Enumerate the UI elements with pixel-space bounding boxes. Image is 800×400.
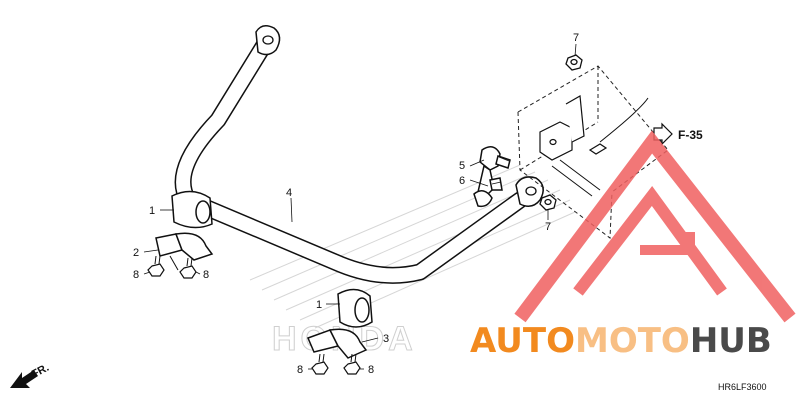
stabilizer-bar-end-left	[255, 25, 281, 56]
callout-stabilizer-link: 5	[459, 160, 465, 172]
leader-lines	[143, 43, 577, 370]
watermark-brand-auto: AUTOMOTOHUB	[470, 321, 772, 361]
front-arrow-icon	[10, 370, 38, 388]
holder-lower	[306, 328, 368, 359]
stabilizer-bar	[174, 33, 529, 284]
callout-holder-upper: 2	[133, 247, 139, 259]
bolt-upper-left	[147, 255, 165, 277]
nut-bottom	[539, 194, 557, 211]
callout-bolt-upper-right: 8	[203, 269, 209, 281]
callout-bolt-lower-right: 8	[368, 364, 374, 376]
bushing-lower	[337, 288, 373, 328]
callout-holder-lower: 3	[383, 333, 389, 345]
callout-bushing-upper: 1	[149, 205, 155, 217]
frame-bracket	[539, 95, 649, 197]
stabilizer-link	[473, 146, 511, 208]
holder-upper	[155, 232, 214, 271]
callout-nut-bottom: 7	[545, 221, 551, 233]
front-marker-label: FR.	[30, 362, 51, 381]
callout-bushing-lower: 1	[316, 299, 322, 311]
callout-link-6: 6	[459, 175, 465, 187]
bolt-lower-right	[343, 353, 361, 375]
stabilizer-bar-end-right	[515, 176, 544, 207]
automotohub-logo-icon	[514, 130, 796, 323]
nut-top	[565, 54, 583, 71]
diagram-code: HR6LF3600	[718, 382, 767, 392]
callout-bolt-lower-left: 8	[297, 364, 303, 376]
callout-bolt-upper-left: 8	[133, 269, 139, 281]
bushing-upper	[171, 190, 213, 229]
reference-label: F-35	[678, 128, 703, 142]
bolt-upper-right	[179, 257, 197, 279]
bolt-lower-left	[311, 353, 329, 375]
callout-stabilizer-bar: 4	[286, 187, 292, 199]
callout-nut-top: 7	[573, 32, 579, 44]
